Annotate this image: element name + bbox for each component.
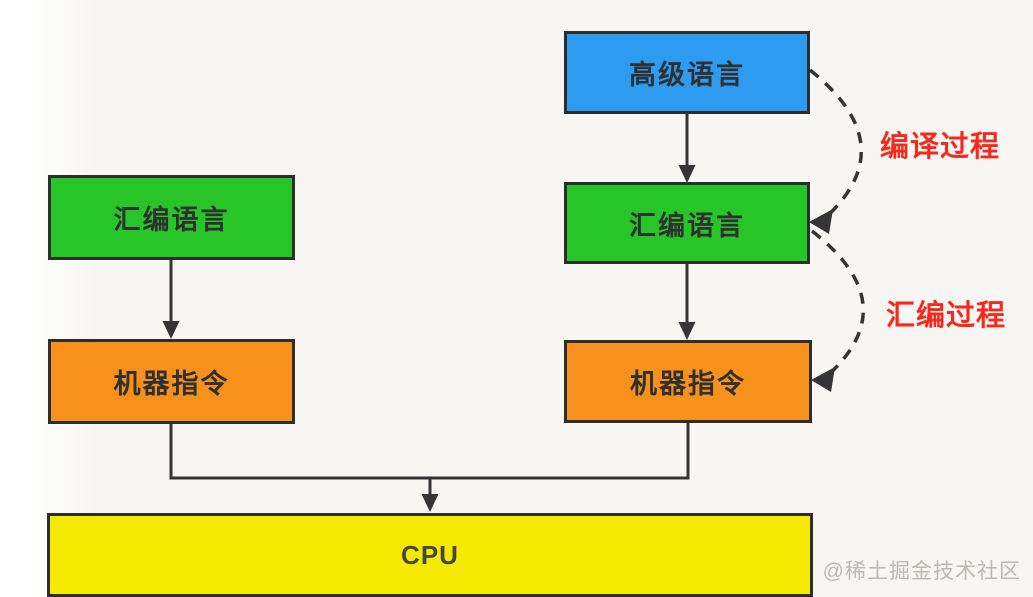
left-edge-vignette xyxy=(0,0,95,597)
dashed-curve-compile-process xyxy=(808,68,864,234)
node-cpu-label: CPU xyxy=(401,539,459,570)
arrow-assembly-to-machine-left xyxy=(162,260,180,339)
watermark: @稀土掘金技术社区 xyxy=(822,560,1021,583)
node-machine-instruction-right-label: 机器指令 xyxy=(630,369,746,399)
label-compile-process: 编译过程 xyxy=(880,131,1001,163)
arrow-assembly-to-machine-right xyxy=(678,264,696,340)
node-machine-instruction-right: 机器指令 xyxy=(564,340,812,423)
node-cpu: CPU xyxy=(47,513,813,597)
dashed-curve-assemble-process xyxy=(810,229,866,392)
node-assembly-language-right: 汇编语言 xyxy=(564,182,810,264)
node-machine-instruction-left-label: 机器指令 xyxy=(113,369,230,399)
node-assembly-language-left-label: 汇编语言 xyxy=(113,205,230,235)
node-high-level-language-label: 高级语言 xyxy=(629,60,745,90)
arrow-machine-to-cpu xyxy=(169,423,690,512)
label-assemble-process: 汇编过程 xyxy=(886,300,1007,332)
node-assembly-language-right-label: 汇编语言 xyxy=(629,210,745,241)
node-machine-instruction-left: 机器指令 xyxy=(48,339,295,424)
arrow-highlevel-to-assembly xyxy=(678,114,696,183)
node-assembly-language-left: 汇编语言 xyxy=(48,175,295,260)
node-high-level-language: 高级语言 xyxy=(564,31,810,114)
